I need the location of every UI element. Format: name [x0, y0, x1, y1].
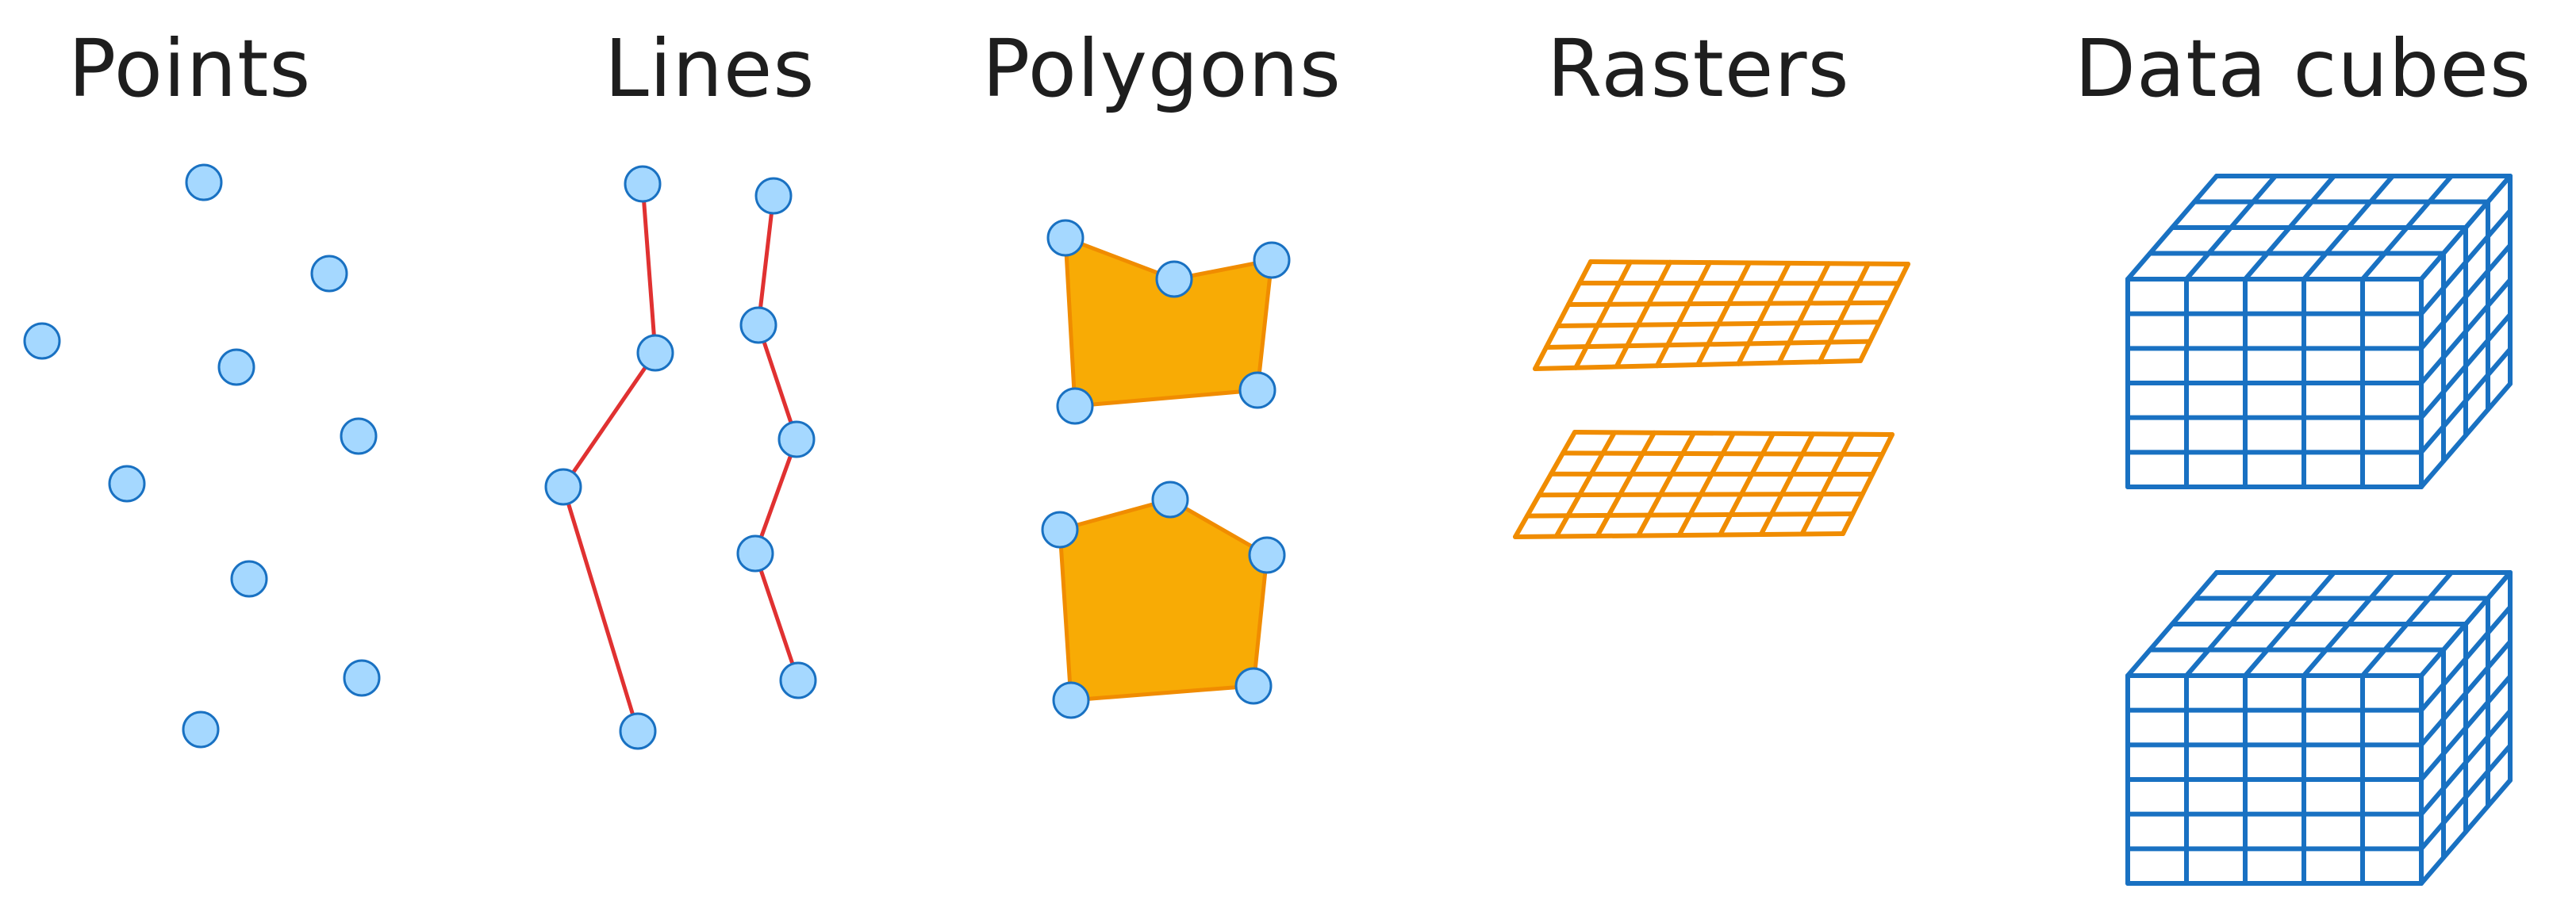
rasters-heading: Rasters [1547, 22, 1850, 115]
raster-grid-line [1635, 431, 1696, 538]
point [230, 560, 268, 598]
line-vertex [777, 420, 816, 458]
point [182, 711, 220, 749]
raster-grid-line [1513, 430, 1577, 539]
polygon-vertex [1253, 241, 1291, 279]
raster-grid-line [1561, 450, 1885, 457]
point [343, 659, 381, 697]
raster-layer-top [1533, 259, 1910, 371]
raster-grid-line [1718, 431, 1776, 538]
raster-grid-line [1654, 260, 1712, 369]
polygon-feature-2 [1058, 497, 1269, 703]
points-heading: Points [68, 22, 312, 115]
raster-grid-line [1553, 430, 1617, 539]
point [340, 417, 378, 455]
line-vertex [619, 712, 657, 750]
line-vertex [636, 334, 674, 372]
raster-grid-line [1572, 430, 1895, 437]
line-vertex [754, 177, 793, 215]
raster-grid-line [1736, 260, 1791, 366]
data-cube-top [2125, 174, 2513, 489]
raster-grid-line [1537, 492, 1865, 498]
point [217, 348, 255, 386]
raster-grid-line [1858, 262, 1910, 363]
polygon-vertex [1248, 536, 1286, 574]
polygon-vertex [1046, 219, 1085, 257]
raster-grid-line [1799, 431, 1855, 537]
point [108, 465, 146, 503]
raster-grid-line [1566, 300, 1891, 307]
raster-grid-line [1595, 430, 1657, 538]
point [310, 255, 348, 293]
raster-grid-line [1555, 320, 1882, 328]
raster-grid-line [1573, 259, 1633, 370]
raster-grid-line [1525, 511, 1856, 519]
line-vertex [739, 306, 777, 344]
polygon-vertex [1052, 681, 1090, 719]
line-feature-1 [561, 183, 658, 732]
line-vertex [736, 534, 774, 573]
polygon-vertex [1056, 387, 1094, 425]
raster-grid-line [1817, 261, 1871, 365]
raster-grid-line [1533, 259, 1593, 371]
raster-grid-line [1544, 339, 1872, 350]
point [185, 163, 223, 201]
line-vertex [624, 165, 662, 203]
polygon-vertex [1234, 667, 1273, 705]
lines-group [544, 165, 817, 750]
raster-layer-bottom [1513, 430, 1895, 539]
lines-heading: Lines [605, 22, 816, 115]
line-vertex [779, 661, 817, 699]
polygon-feature-1 [1063, 236, 1274, 408]
polygons-group [1041, 219, 1291, 719]
polygon-vertex [1041, 511, 1079, 549]
polygon-vertex [1155, 260, 1193, 298]
raster-grid-line [1614, 259, 1672, 370]
raster-grid-line [1513, 531, 1845, 539]
data-cubes-heading: Data cubes [2075, 22, 2532, 115]
polygon-vertex [1151, 481, 1189, 519]
line-vertex [544, 468, 582, 506]
raster-grid-line [1758, 431, 1815, 537]
raster-grid-line [1588, 259, 1910, 266]
raster-grid-line [1695, 260, 1752, 367]
data-cube-bottom [2125, 570, 2513, 886]
points-group [23, 163, 381, 749]
raster-grid-line [1776, 261, 1831, 366]
raster-grid-line [1533, 358, 1863, 371]
polygon-vertex [1238, 371, 1276, 409]
raster-grid-line [1676, 431, 1736, 538]
polygons-heading: Polygons [982, 22, 1342, 115]
point [23, 322, 61, 360]
raster-grid-line [1841, 432, 1895, 536]
